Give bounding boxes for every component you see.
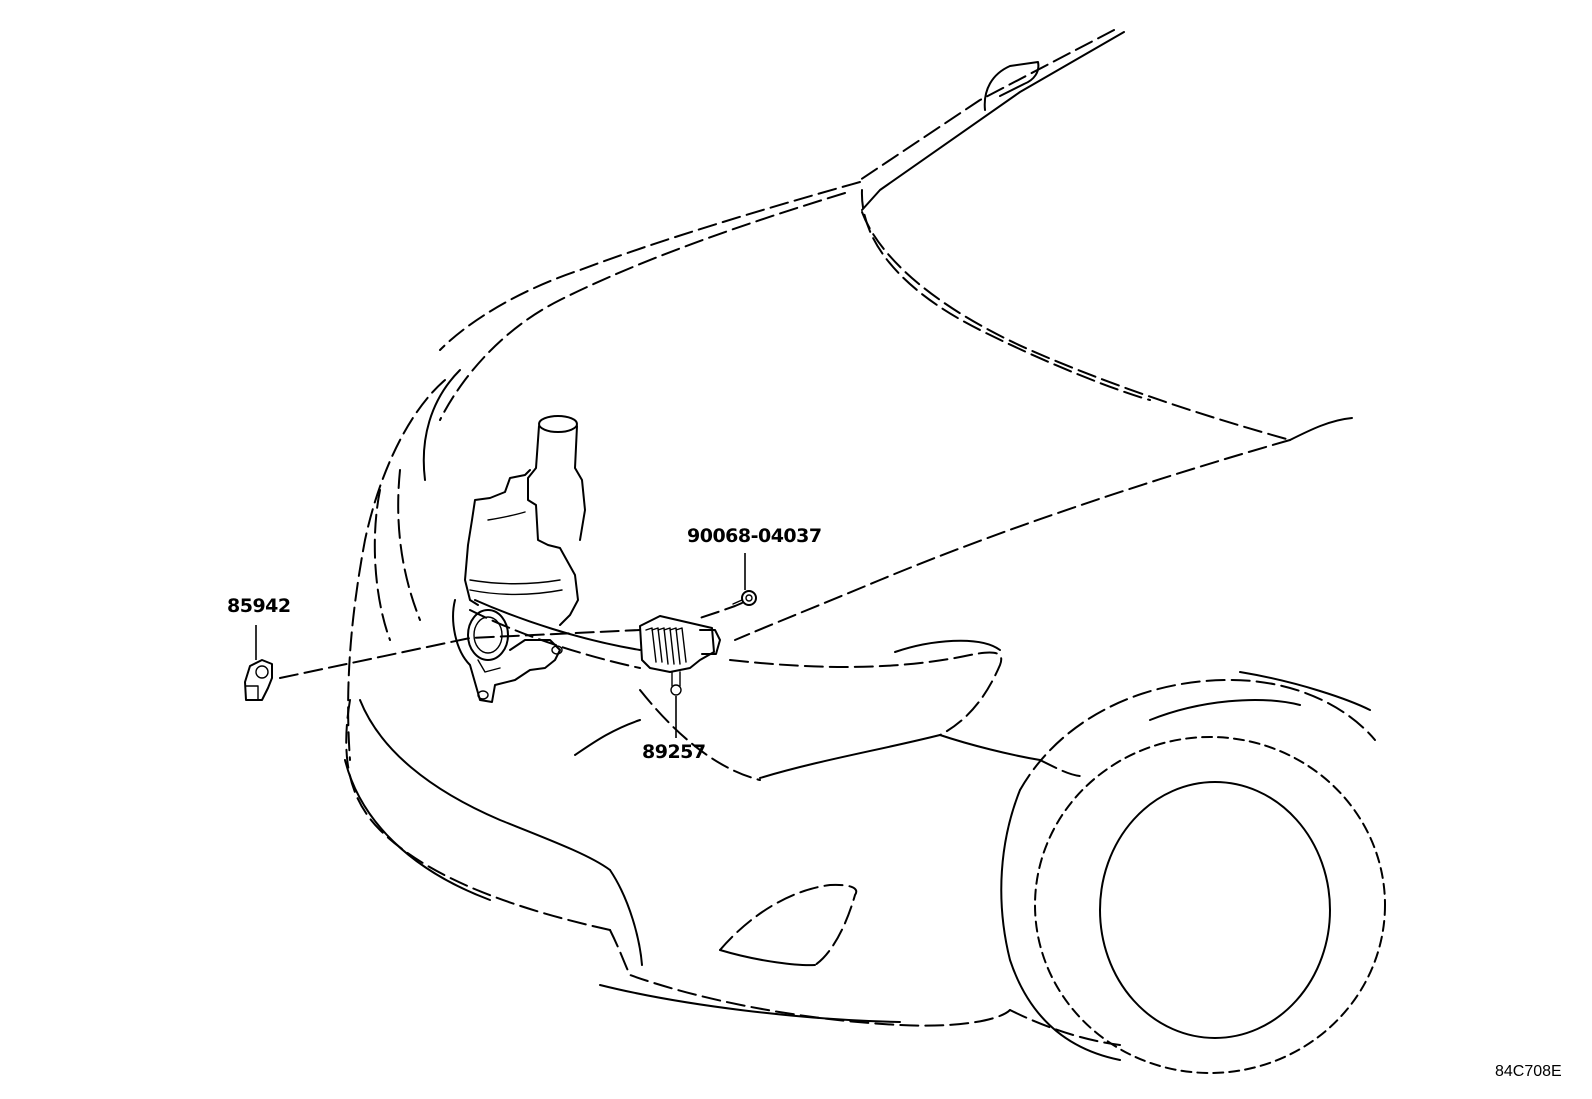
part-number-85942: 85942 [227,595,291,617]
washer-tank [452,415,586,703]
leader-lines [255,553,746,738]
part-90068-04037-bolt [732,590,757,606]
diagram-code: 84C708E [1495,1063,1562,1080]
part-85942-clip [244,659,273,701]
part-89257-ecu [639,615,721,696]
part-number-90068-04037: 90068-04037 [687,525,822,547]
part-number-89257: 89257 [642,741,706,763]
vehicle-outline [344,29,1386,1074]
